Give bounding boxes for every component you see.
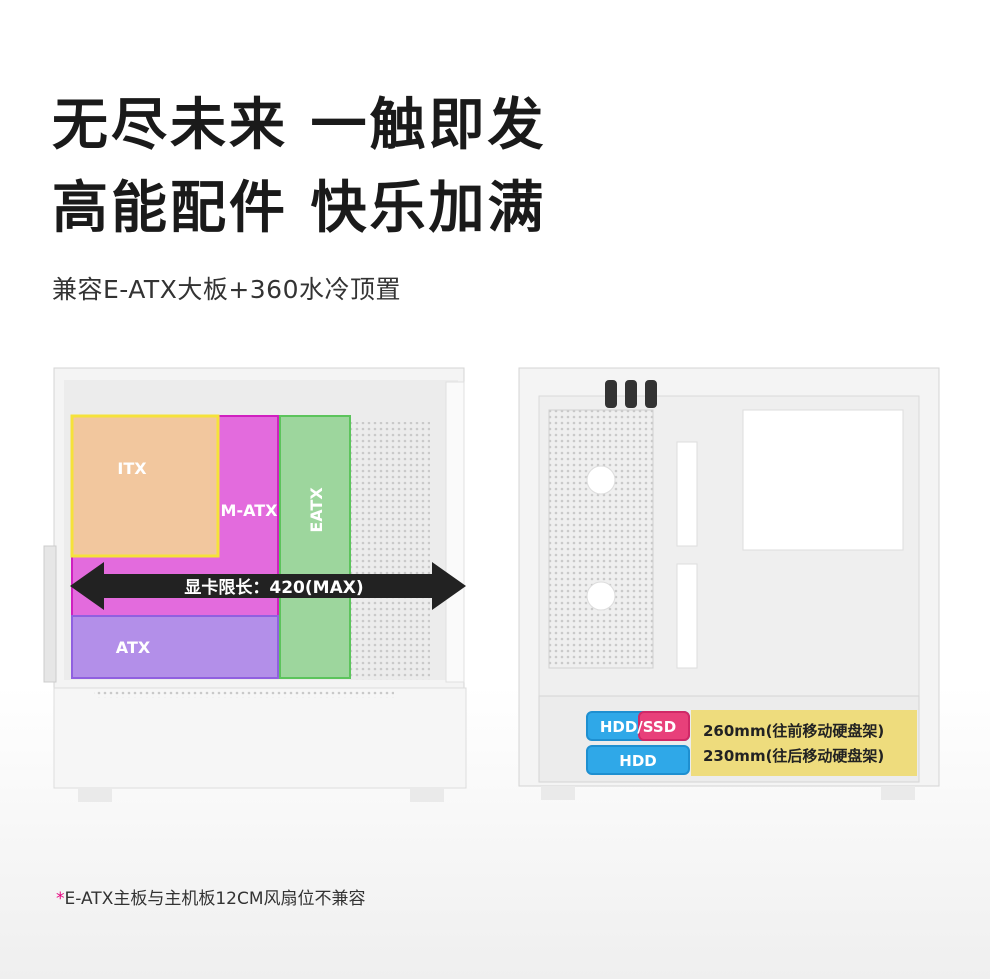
subtitle: 兼容E-ATX大板+360水冷顶置 — [52, 275, 401, 304]
case-back-diagram: 260mm(往前移动硬盘架) 230mm(往后移动硬盘架) HDD/SSD HD… — [518, 367, 940, 800]
case-foot-rear — [410, 788, 444, 802]
gpu-length-label: 显卡限长：420(MAX) — [184, 577, 363, 598]
cable-cutout-bottom — [676, 563, 698, 669]
cpu-cutout — [742, 409, 904, 551]
mesh-panel — [350, 422, 430, 680]
atx-label: ATX — [116, 638, 151, 657]
case-foot-front — [78, 788, 112, 802]
psu-shroud — [53, 687, 467, 789]
headline-line-2: 高能配件 快乐加满 — [52, 176, 547, 241]
itx-label: ITX — [117, 459, 147, 478]
hdd-ssd-label: HDD/SSD — [600, 718, 676, 736]
case-back-view: 260mm(往前移动硬盘架) 230mm(往后移动硬盘架) HDD/SSD HD… — [505, 360, 990, 820]
fan-hole-top — [586, 465, 616, 495]
itx-zone — [70, 414, 220, 558]
rear-length-label: 230mm(往后移动硬盘架) — [703, 747, 884, 765]
back-foot-left — [541, 786, 575, 800]
footnote: *E-ATX主板与主机板12CM风扇位不兼容 — [56, 884, 366, 909]
front-length-label: 260mm(往前移动硬盘架) — [703, 722, 884, 740]
case-side-diagram: ITX M-ATX EATX ATX 显卡限长：420(MAX) — [43, 367, 467, 802]
hdd-label: HDD — [619, 752, 656, 770]
back-foot-right — [881, 786, 915, 800]
atx-zone — [71, 615, 279, 679]
gpu-length-arrow — [70, 562, 466, 610]
footnote-marker: * — [56, 889, 65, 909]
glass-edge — [445, 381, 465, 683]
cable-tie-1 — [605, 380, 617, 408]
shroud-vent — [94, 690, 394, 698]
io-bracket — [43, 545, 57, 683]
headline-line-1: 无尽未来 一触即发 — [52, 93, 547, 158]
fan-mount-grid — [548, 409, 654, 669]
ssd-segment — [638, 711, 690, 741]
fan-hole-bottom — [586, 581, 616, 611]
matx-label: M-ATX — [221, 501, 279, 520]
cable-cutout-top — [676, 441, 698, 547]
eatx-zone — [279, 415, 351, 679]
hdd-tray — [586, 745, 690, 775]
eatx-label: EATX — [307, 487, 326, 533]
footnote-text: E-ATX主板与主机板12CM风扇位不兼容 — [64, 889, 366, 909]
cable-tie-2 — [625, 380, 637, 408]
case-side-view: ITX M-ATX EATX ATX 显卡限长：420(MAX) — [0, 360, 500, 820]
cable-tie-3 — [645, 380, 657, 408]
length-zone — [691, 710, 917, 776]
